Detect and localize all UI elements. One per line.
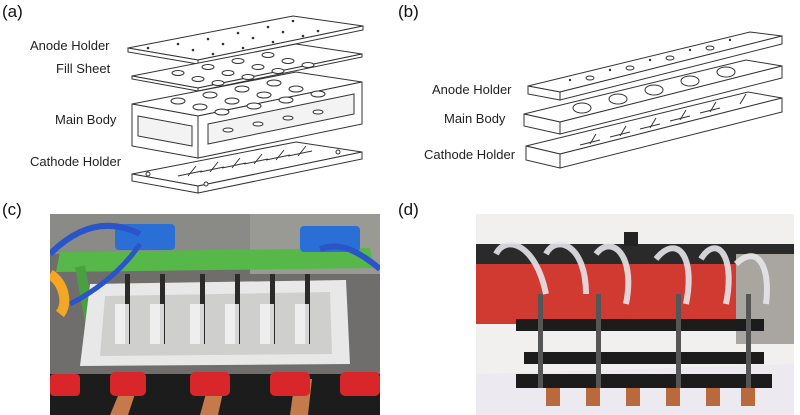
panel-b-tag: (b) [398,2,419,21]
panel-a-exploded-view [127,15,364,194]
panel-b-exploded-view [523,31,783,169]
panel-a-fill-sheet-label: Fill Sheet [56,61,111,76]
panel-b-anode-bar [527,31,783,101]
panel-b-anode-holder-label: Anode Holder [432,82,512,97]
panel-c-tag: (c) [2,200,22,219]
panel-a-anode-holder-label: Anode Holder [30,38,110,53]
panel-b-main-bar [523,59,783,135]
panel-a-cathode-plate [131,141,363,194]
panel-c-photo [50,214,380,415]
panel-a-main-body [131,71,363,159]
panel-a-fill-sheet [131,43,363,92]
panel-b-cathode-holder-label: Cathode Holder [424,147,516,162]
panel-a-anode-plate [127,15,364,65]
panel-b-main-body-label: Main Body [444,111,506,126]
panel-a-tag: (a) [2,2,23,21]
panel-d-photo [476,214,794,415]
panel-a-main-body-label: Main Body [55,112,117,127]
panel-d-tag: (d) [398,200,419,219]
panel-a-cathode-holder-label: Cathode Holder [30,154,122,169]
panel-b-cathode-bar [525,91,783,169]
